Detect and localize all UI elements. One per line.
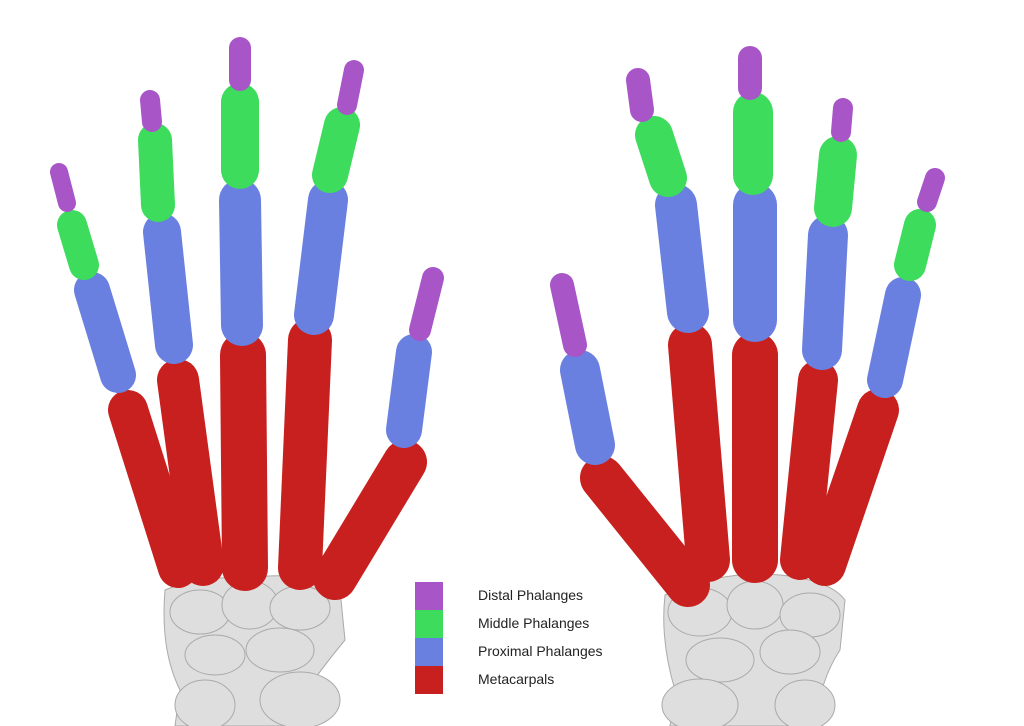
legend-label: Middle Phalanges — [478, 615, 590, 631]
legend-swatch-middle — [415, 610, 443, 638]
left-proximal-phalanges — [74, 179, 432, 448]
left-carpals — [163, 575, 346, 726]
legend-swatch-proximal — [415, 638, 443, 666]
right-distal-phalanges — [550, 46, 945, 357]
left-distal-phalanges — [50, 37, 444, 341]
left-metacarpals — [108, 318, 427, 600]
legend-label: Distal Phalanges — [478, 587, 584, 603]
left-middle-phalanges — [57, 83, 360, 280]
legend-swatch-distal — [415, 582, 443, 610]
legend-swatch-metacarpals — [415, 666, 443, 694]
right-proximal-phalanges — [560, 183, 921, 465]
right-carpals — [661, 573, 846, 726]
legend-label: Metacarpals — [478, 671, 555, 687]
legend-label: Proximal Phalanges — [478, 643, 603, 659]
right-metacarpals — [580, 323, 899, 607]
right-middle-phalanges — [635, 92, 936, 281]
